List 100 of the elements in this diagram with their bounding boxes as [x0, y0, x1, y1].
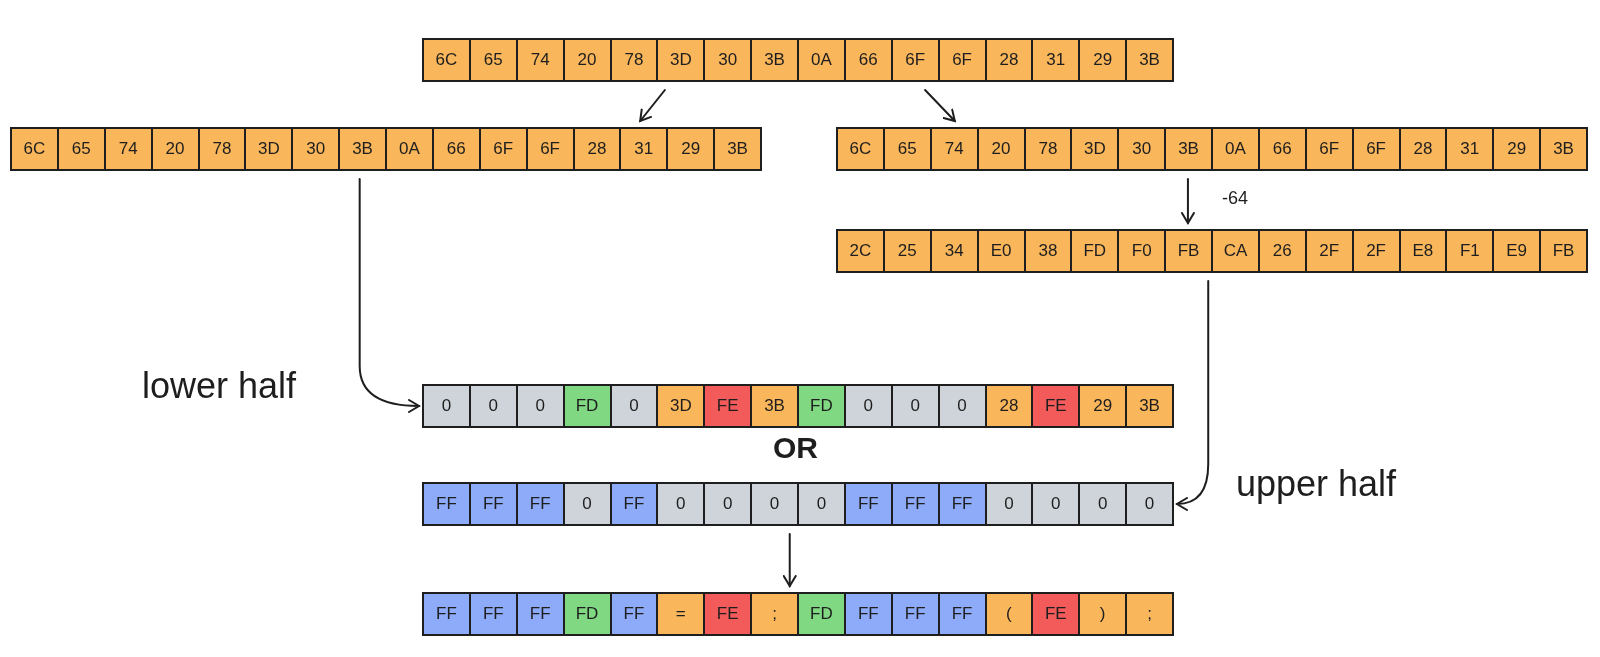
byte-cell: 0	[752, 484, 799, 524]
byte-cell: FF	[892, 484, 940, 524]
byte-cell: 3D	[658, 386, 706, 426]
byte-cell: FF	[939, 484, 987, 524]
byte-cell: FE	[1033, 386, 1081, 426]
byte-cell: FD	[564, 386, 612, 426]
byte-cell: 6F	[939, 40, 987, 80]
byte-cell: 3B	[715, 129, 760, 169]
byte-row	[836, 229, 1588, 273]
byte-row	[836, 127, 1588, 171]
byte-cell: FF	[517, 484, 565, 524]
byte-cell: 6F	[480, 129, 528, 169]
operator-label: OR	[773, 430, 818, 466]
byte-cell: FD	[564, 594, 612, 634]
byte-cell: 2F	[1306, 231, 1354, 271]
byte-cell: 0	[564, 484, 612, 524]
byte-cell: 28	[574, 129, 622, 169]
byte-cell: 20	[564, 40, 612, 80]
byte-cell: E0	[978, 231, 1026, 271]
byte-cell: 2F	[1353, 231, 1401, 271]
arrow	[924, 89, 956, 122]
byte-cell: F0	[1119, 231, 1167, 271]
byte-cell: FF	[892, 594, 940, 634]
byte-cell: 0	[470, 386, 518, 426]
byte-row	[422, 592, 1174, 636]
byte-cell: 0A	[1213, 129, 1260, 169]
byte-cell: FB	[1166, 231, 1213, 271]
byte-cell: 0	[658, 484, 706, 524]
byte-cell: 3B	[752, 386, 799, 426]
byte-cell: 29	[1080, 40, 1128, 80]
byte-cell: 74	[105, 129, 153, 169]
byte-cell: 6F	[892, 40, 940, 80]
byte-cell: 0	[986, 484, 1034, 524]
byte-cell: 34	[931, 231, 979, 271]
byte-cell: FF	[611, 484, 659, 524]
byte-cell: 0	[517, 386, 565, 426]
byte-cell: 78	[611, 40, 659, 80]
byte-cell: 29	[1080, 386, 1128, 426]
byte-cell: 0	[845, 386, 893, 426]
byte-cell: FF	[470, 484, 518, 524]
byte-cell: FE	[705, 386, 753, 426]
byte-row	[10, 127, 762, 171]
byte-cell: 3D	[246, 129, 294, 169]
byte-cell: 66	[845, 40, 893, 80]
byte-row	[422, 38, 1174, 82]
byte-cell: 0	[424, 386, 471, 426]
byte-cell: 28	[1400, 129, 1448, 169]
byte-cell: 65	[58, 129, 106, 169]
byte-cell: 31	[1033, 40, 1081, 80]
arrow	[1180, 178, 1195, 224]
byte-cell: 66	[1259, 129, 1307, 169]
byte-cell: 30	[1119, 129, 1167, 169]
byte-cell: 3B	[1127, 40, 1172, 80]
byte-cell: E9	[1494, 231, 1542, 271]
byte-cell: 29	[1494, 129, 1542, 169]
byte-cell: 38	[1025, 231, 1073, 271]
byte-row	[422, 482, 1174, 526]
byte-cell: 65	[470, 40, 518, 80]
byte-cell: 3B	[1541, 129, 1586, 169]
byte-cell: 29	[668, 129, 716, 169]
byte-cell: 3D	[1072, 129, 1120, 169]
byte-cell: 3B	[340, 129, 387, 169]
byte-cell: 6C	[838, 129, 885, 169]
byte-cell: 6F	[1306, 129, 1354, 169]
byte-cell: FD	[1072, 231, 1120, 271]
byte-cell: (	[986, 594, 1034, 634]
byte-cell: 25	[884, 231, 932, 271]
byte-cell: 78	[199, 129, 247, 169]
byte-cell: 66	[433, 129, 481, 169]
byte-cell: E8	[1400, 231, 1448, 271]
byte-cell: 3B	[1127, 386, 1172, 426]
byte-cell: ;	[752, 594, 799, 634]
byte-cell: 31	[1447, 129, 1495, 169]
byte-cell: 3D	[658, 40, 706, 80]
byte-cell: 20	[152, 129, 200, 169]
byte-cell: 3B	[752, 40, 799, 80]
byte-cell: 6F	[1353, 129, 1401, 169]
byte-cell: )	[1080, 594, 1128, 634]
byte-cell: FF	[424, 484, 471, 524]
byte-cell: FD	[799, 594, 846, 634]
arrow	[358, 178, 420, 413]
byte-cell: 0	[799, 484, 846, 524]
byte-cell: 28	[986, 40, 1034, 80]
byte-cell: 31	[621, 129, 669, 169]
arrow	[782, 533, 797, 587]
byte-cell: F1	[1447, 231, 1495, 271]
byte-cell: 0	[892, 386, 940, 426]
byte-cell: FE	[705, 594, 753, 634]
byte-cell: 78	[1025, 129, 1073, 169]
byte-cell: 0A	[799, 40, 846, 80]
byte-cell: 74	[517, 40, 565, 80]
byte-cell: 30	[293, 129, 341, 169]
byte-cell: FD	[799, 386, 846, 426]
byte-cell: 65	[884, 129, 932, 169]
byte-cell: 74	[931, 129, 979, 169]
byte-cell: 26	[1259, 231, 1307, 271]
byte-cell: FF	[424, 594, 471, 634]
byte-cell: 0A	[387, 129, 434, 169]
byte-cell: 0	[1080, 484, 1128, 524]
byte-cell: 6C	[12, 129, 59, 169]
